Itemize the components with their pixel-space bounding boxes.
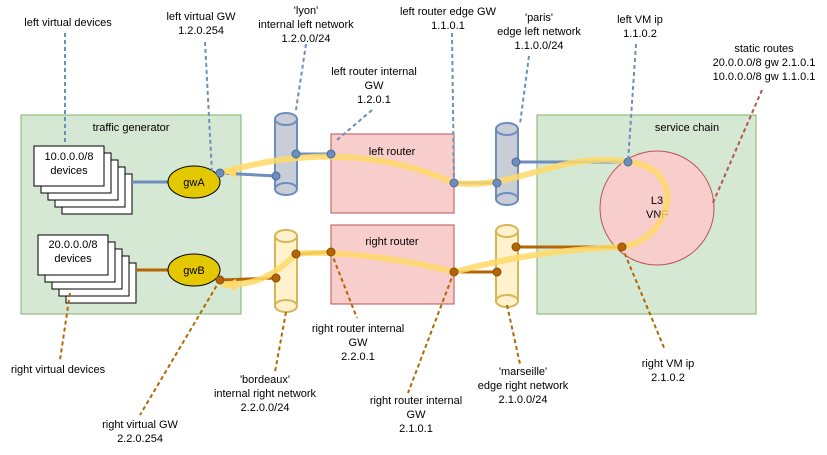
gwb-gateway: gwB (167, 253, 221, 287)
bordeaux-desc: internal right network (214, 388, 317, 400)
lyon-desc: internal left network (258, 19, 354, 31)
left-router-edge-gw-ip: 1.1.0.1 (431, 20, 465, 32)
paris-subnet: 1.1.0.0/24 (515, 40, 564, 52)
right-router-internal-gw-bottom-line3: 2.1.0.1 (399, 423, 433, 435)
paris-desc: edge left network (497, 26, 581, 38)
right-router-label: right router (365, 236, 419, 248)
gwa-gateway: gwA (167, 165, 221, 199)
right-virtual-gw-name: right virtual GW (102, 419, 178, 431)
gwa-label: gwA (183, 177, 205, 189)
bordeaux-name: 'bordeaux' (240, 374, 290, 386)
right-router-internal-gw-top-line3: 2.2.0.1 (341, 351, 375, 363)
left-vm-ip-name: left VM ip (617, 14, 663, 26)
left-devices-word: devices (50, 165, 88, 177)
static-routes-line2: 10.0.0.0/8 gw 1.1.0.1 (713, 71, 816, 83)
left-router-edge-gw-name: left router edge GW (400, 6, 497, 18)
left-connection-dots (215, 149, 633, 188)
traffic-flow-path (221, 153, 671, 288)
gwb-label: gwB (183, 265, 204, 277)
marseille-subnet: 2.1.0.0/24 (499, 394, 548, 406)
marseille-desc: edge right network (478, 380, 569, 392)
right-router-internal-gw-top-line2: GW (349, 337, 369, 349)
right-virtual-devices-label: right virtual devices (11, 364, 106, 376)
vnf-label-line1: L3 (651, 195, 663, 207)
right-devices-word: devices (54, 253, 92, 265)
left-router-internal-gw-line3: 1.2.0.1 (357, 94, 391, 106)
left-router-internal-gw-line2: GW (365, 80, 385, 92)
traffic-generator-label: traffic generator (93, 122, 170, 134)
right-router-internal-gw-bottom-line1: right router internal (370, 395, 462, 407)
left-devices-stack: 10.0.0.0/8 devices (33, 145, 133, 215)
left-router-internal-gw-line1: left router internal (331, 66, 417, 78)
left-virtual-gw-ip: 1.2.0.254 (178, 25, 224, 37)
left-devices-subnet: 10.0.0.0/8 (45, 151, 94, 163)
left-virtual-devices-label: left virtual devices (24, 17, 112, 29)
flow-arrowhead-top (224, 166, 236, 178)
right-vm-ip-value: 2.1.0.2 (651, 372, 685, 384)
static-routes-line1: 20.0.0.0/8 gw 2.1.0.1 (713, 57, 816, 69)
right-router-internal-gw-bottom-line2: GW (407, 409, 427, 421)
flow-arrowhead-bottom (224, 279, 236, 291)
right-virtual-gw-ip: 2.2.0.254 (117, 433, 163, 445)
bordeaux-subnet: 2.2.0.0/24 (241, 402, 290, 414)
marseille-name: 'marseille' (499, 366, 547, 378)
left-router-label: left router (369, 146, 416, 158)
right-devices-subnet: 20.0.0.0/8 (49, 239, 98, 251)
lyon-name: 'lyon' (294, 5, 318, 17)
right-vm-ip-name: right VM ip (642, 358, 695, 370)
lyon-subnet: 1.2.0.0/24 (282, 33, 331, 45)
vnf-circle (599, 150, 715, 266)
blue-callout-lines (64, 32, 637, 184)
static-routes-title: static routes (734, 43, 794, 55)
marseille-network-cylinder (495, 224, 519, 308)
right-router-internal-gw-top-line1: right router internal (312, 323, 404, 335)
orange-callout-lines (59, 246, 666, 416)
right-devices-stack: 20.0.0.0/8 devices (37, 234, 137, 304)
service-chain-label: service chain (655, 122, 719, 134)
left-virtual-gw-name: left virtual GW (166, 11, 236, 23)
paris-name: 'paris' (525, 12, 553, 24)
bordeaux-network-cylinder (274, 229, 298, 313)
left-vm-ip-value: 1.1.0.2 (623, 28, 657, 40)
